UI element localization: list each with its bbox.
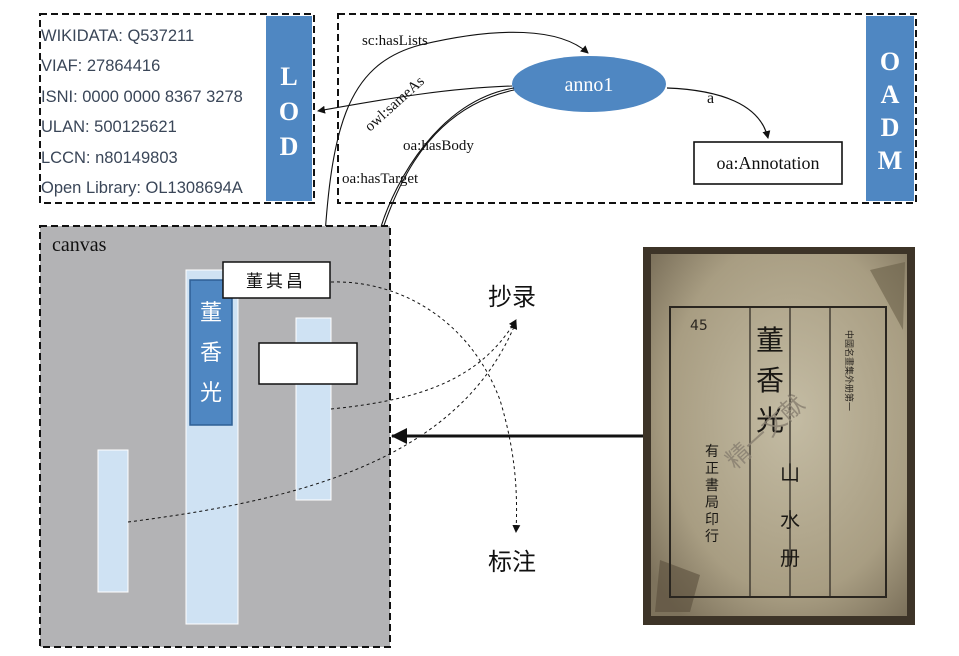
oadm-letter: A [881, 80, 900, 109]
canvas-title: canvas [52, 234, 107, 256]
book-title-char: 香 [756, 364, 784, 397]
action-annotate: 标注 [488, 548, 536, 576]
lod-identifier: LCCN: n80149803 [41, 149, 178, 167]
edge-type [666, 87, 771, 139]
region-char: 香 [200, 341, 222, 366]
canvas-panel: canvas 董 香 光 董其昌 [39, 225, 391, 648]
lod-letter: O [279, 97, 299, 126]
book-title-char: 山 [780, 461, 800, 485]
book-publisher-char: 行 [705, 529, 719, 545]
oadm-letter: M [878, 146, 903, 175]
canvas-region [97, 449, 129, 593]
dashed-arrow-transcribe [330, 319, 517, 410]
oadm-panel: O A D M anno1 oa:Annotation [337, 13, 917, 204]
highlighted-region [189, 279, 233, 426]
lod-identifier: Open Library: OL1308694A [41, 179, 243, 197]
anno1-node [512, 56, 666, 112]
body-box-label: 董其昌 [246, 272, 306, 292]
annotation-type-node [693, 141, 843, 185]
book-title-char: 董 [756, 324, 784, 357]
lod-letter: L [280, 62, 297, 91]
lod-letter: D [280, 132, 299, 161]
edge-has-lists-label: sc:hasLists [362, 33, 428, 49]
book-title-char: 册 [780, 546, 800, 570]
edge-has-body-label: oa:hasBody [403, 138, 474, 154]
book-title-char: 水 [780, 508, 800, 532]
lod-label-bar [266, 16, 312, 201]
oadm-letter: D [881, 113, 900, 142]
oadm-label-bar [866, 16, 914, 201]
edge-type-label: a [707, 90, 714, 107]
anno1-label: anno1 [565, 74, 614, 96]
book-corner-mark: 45 [690, 318, 708, 334]
oadm-letter: O [880, 47, 900, 76]
edge-has-target-label: oa:hasTarget [342, 171, 419, 187]
empty-target-box [258, 342, 358, 385]
lod-panel: L O D WIKIDATA: Q537211 VIAF: 27864416 I… [39, 13, 315, 204]
lod-identifier: ISNI: 0000 0000 8367 3278 [41, 88, 243, 106]
book-cover-image: 董 香 光 山 水 册 有 正 書 局 印 行 中國名畫集外册第一 45 精一文… [643, 247, 915, 625]
region-char: 光 [200, 381, 222, 406]
book-publisher-char: 有 [705, 444, 719, 460]
body-box [222, 261, 331, 299]
book-publisher-char: 局 [705, 495, 719, 511]
book-publisher-char: 正 [705, 461, 719, 477]
edge-same-as [317, 85, 513, 114]
edge-has-lists [322, 31, 589, 269]
annotation-type-label: oa:Annotation [717, 153, 820, 173]
book-side-note: 中國名畫集外册第一 [843, 330, 855, 411]
lod-identifier: VIAF: 27864416 [41, 57, 160, 75]
lod-identifier: ULAN: 500125621 [41, 118, 177, 136]
dashed-arrow-annotate [330, 281, 521, 533]
region-char: 董 [200, 301, 222, 326]
lod-identifier: WIKIDATA: Q537211 [41, 27, 194, 45]
book-title-char: 光 [756, 404, 784, 437]
book-publisher-char: 書 [705, 478, 719, 494]
book-publisher-char: 印 [705, 512, 719, 528]
action-transcribe: 抄录 [488, 283, 536, 311]
